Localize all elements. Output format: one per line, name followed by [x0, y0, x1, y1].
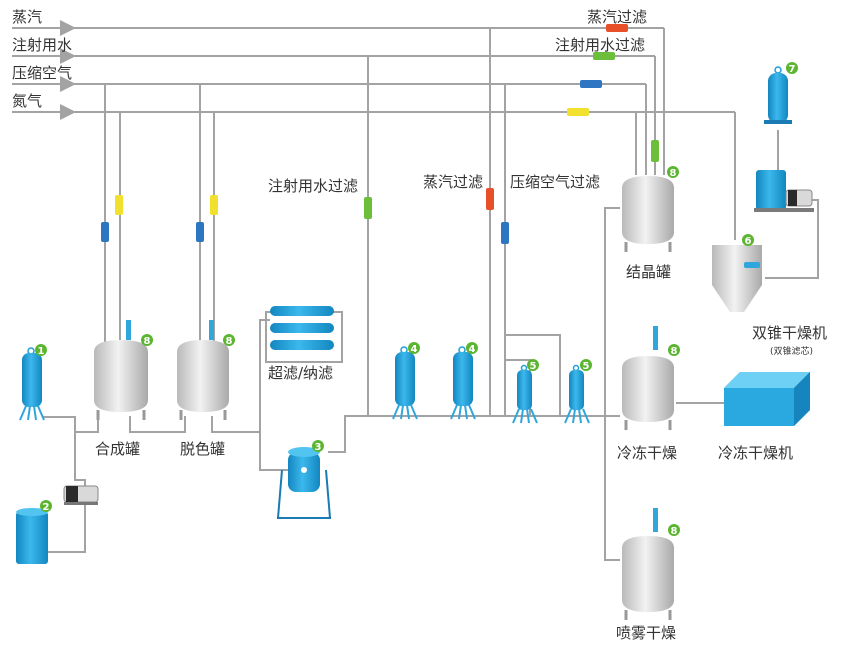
steam-filter-mid-label: 蒸汽过滤 — [423, 173, 483, 191]
air-filter-synthesis — [101, 222, 109, 242]
badge-3: 3 — [315, 442, 322, 453]
double-cone-sub-label: (双锥滤芯) — [770, 345, 813, 357]
steam-filter-mid — [486, 188, 494, 210]
wfi-filter-mid — [364, 197, 372, 219]
n2-filter-decolor — [210, 195, 218, 215]
freeze-dryer-label: 冷冻干燥机 — [718, 444, 793, 462]
steam-line-label: 蒸汽 — [12, 8, 42, 26]
badge-1: 1 — [38, 346, 45, 357]
utility-lines: 蒸汽 注射用水 压缩空气 氮气 — [12, 8, 735, 120]
wfi-line-label: 注射用水 — [12, 36, 72, 54]
double-cone-label: 双锥干燥机 — [752, 324, 827, 342]
n2-filter-synthesis — [115, 195, 123, 215]
vessel-5a: 5 — [512, 359, 539, 424]
badge-8a: 8 — [144, 336, 151, 347]
crystallizer-tank: 8 — [622, 166, 679, 252]
tank-2: 2 — [16, 500, 52, 564]
ultrafiltration-unit — [265, 306, 343, 363]
badge-4b: 4 — [469, 344, 476, 355]
double-cone-dryer: 6 — [712, 234, 762, 312]
wfi-filter-mid-label: 注射用水过滤 — [268, 177, 358, 195]
freeze-dry-label: 冷冻干燥 — [617, 444, 677, 462]
badge-8e: 8 — [671, 526, 678, 537]
crystallizer-label: 结晶罐 — [626, 263, 671, 281]
pipe-network — [42, 28, 819, 561]
steam-filter-top-label: 蒸汽过滤 — [587, 8, 647, 26]
n2-line-label: 氮气 — [12, 92, 42, 110]
badge-7: 7 — [789, 64, 796, 75]
air-filter-top — [580, 80, 602, 88]
freeze-dry-tank: 8 — [622, 326, 680, 430]
badge-2: 2 — [43, 502, 50, 513]
wfi-filter-crystal — [651, 140, 659, 162]
vessel-4a: 4 — [392, 342, 420, 420]
vacuum-pump-unit — [754, 170, 814, 212]
badge-6: 6 — [745, 236, 752, 247]
air-filter-decolor — [196, 222, 204, 242]
decolor-tank: 8 — [177, 320, 235, 420]
synthesis-tank: 8 — [94, 320, 153, 420]
ultra-nano-label: 超滤/纳滤 — [268, 364, 333, 382]
synthesis-tank-label: 合成罐 — [95, 440, 140, 458]
badge-8c: 8 — [670, 168, 677, 179]
spray-dry-tank: 8 — [622, 508, 680, 620]
vessel-5b: 5 — [564, 359, 592, 424]
decolor-tank-label: 脱色罐 — [180, 440, 225, 458]
air-filter-mid-label: 压缩空气过滤 — [510, 173, 600, 191]
vessel-1: 1 — [19, 344, 47, 421]
wfi-filter-top — [593, 52, 615, 60]
badge-8b: 8 — [226, 336, 233, 347]
badge-4a: 4 — [411, 344, 418, 355]
freeze-dryer-box — [724, 372, 810, 426]
spray-dry-label: 喷雾干燥 — [616, 624, 676, 642]
vessel-4b: 4 — [450, 342, 478, 420]
air-line-label: 压缩空气 — [12, 64, 72, 82]
steam-filter-top — [606, 24, 628, 32]
inline-filters — [101, 24, 659, 244]
vessel-7: 7 — [764, 62, 798, 124]
badge-5b: 5 — [583, 361, 590, 372]
n2-filter-top — [567, 108, 589, 116]
badge-5a: 5 — [530, 361, 537, 372]
wfi-filter-top-label: 注射用水过滤 — [555, 36, 645, 54]
feed-pump — [63, 485, 99, 505]
air-filter-mid — [501, 222, 509, 244]
vessel-3: 3 — [276, 440, 332, 519]
badge-8d: 8 — [671, 346, 678, 357]
